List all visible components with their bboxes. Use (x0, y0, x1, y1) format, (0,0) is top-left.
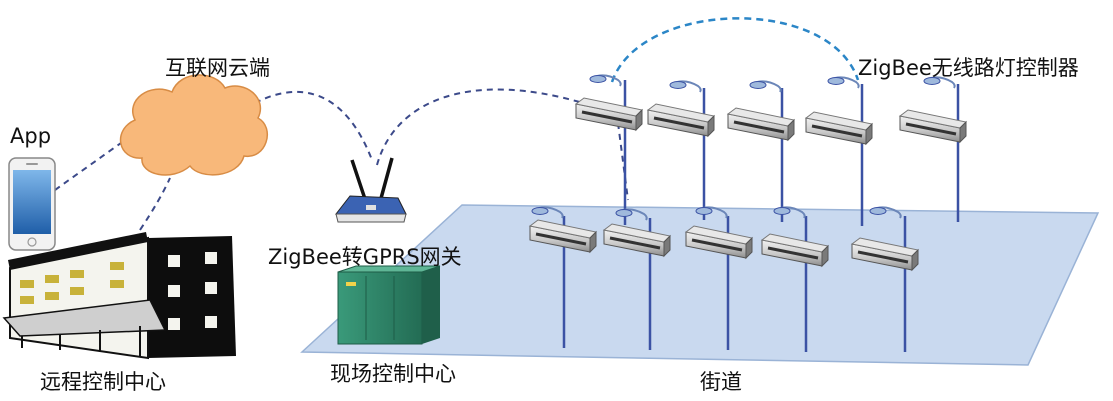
streetlight-icon (646, 80, 716, 220)
app-label: App (10, 124, 52, 148)
streetlight-icon (804, 76, 874, 226)
controller-box-icon (726, 106, 796, 142)
streetlight-icon (528, 206, 598, 348)
streetlight-icon (760, 206, 830, 352)
link-controller-street (617, 122, 629, 201)
streetlight-icon (684, 206, 754, 350)
streetlight-icon (726, 80, 796, 222)
gateway-label: ZigBee转GPRS网关 (268, 245, 462, 269)
building-icon (2, 232, 236, 360)
site-center-label: 现场控制中心 (330, 362, 456, 386)
cloud-icon (119, 74, 269, 176)
controller-box-icon (574, 96, 644, 132)
controller-label: ZigBee无线路灯控制器 (858, 56, 1079, 80)
link-cloud-gateway (254, 90, 373, 161)
streetlight-icon (574, 74, 644, 225)
front-row-streetlights (528, 206, 920, 352)
link-app-cloud (54, 137, 129, 191)
controller-box-icon (898, 108, 968, 144)
streetlight-icon (602, 208, 672, 350)
link-gateway-controller (376, 88, 584, 166)
cloud-label: 互联网云端 (165, 56, 270, 80)
streetlight-icon (850, 206, 920, 352)
smartphone-icon (8, 157, 56, 251)
router-icon (334, 157, 407, 223)
remote-center-label: 远程控制中心 (40, 370, 166, 394)
link-zigbee-arc (610, 17, 860, 83)
streetlight-icon (898, 76, 968, 222)
cabinet-icon (337, 265, 441, 345)
back-row-streetlights (574, 74, 968, 226)
street-label: 街道 (700, 370, 742, 394)
link-building-cloud (139, 177, 171, 231)
